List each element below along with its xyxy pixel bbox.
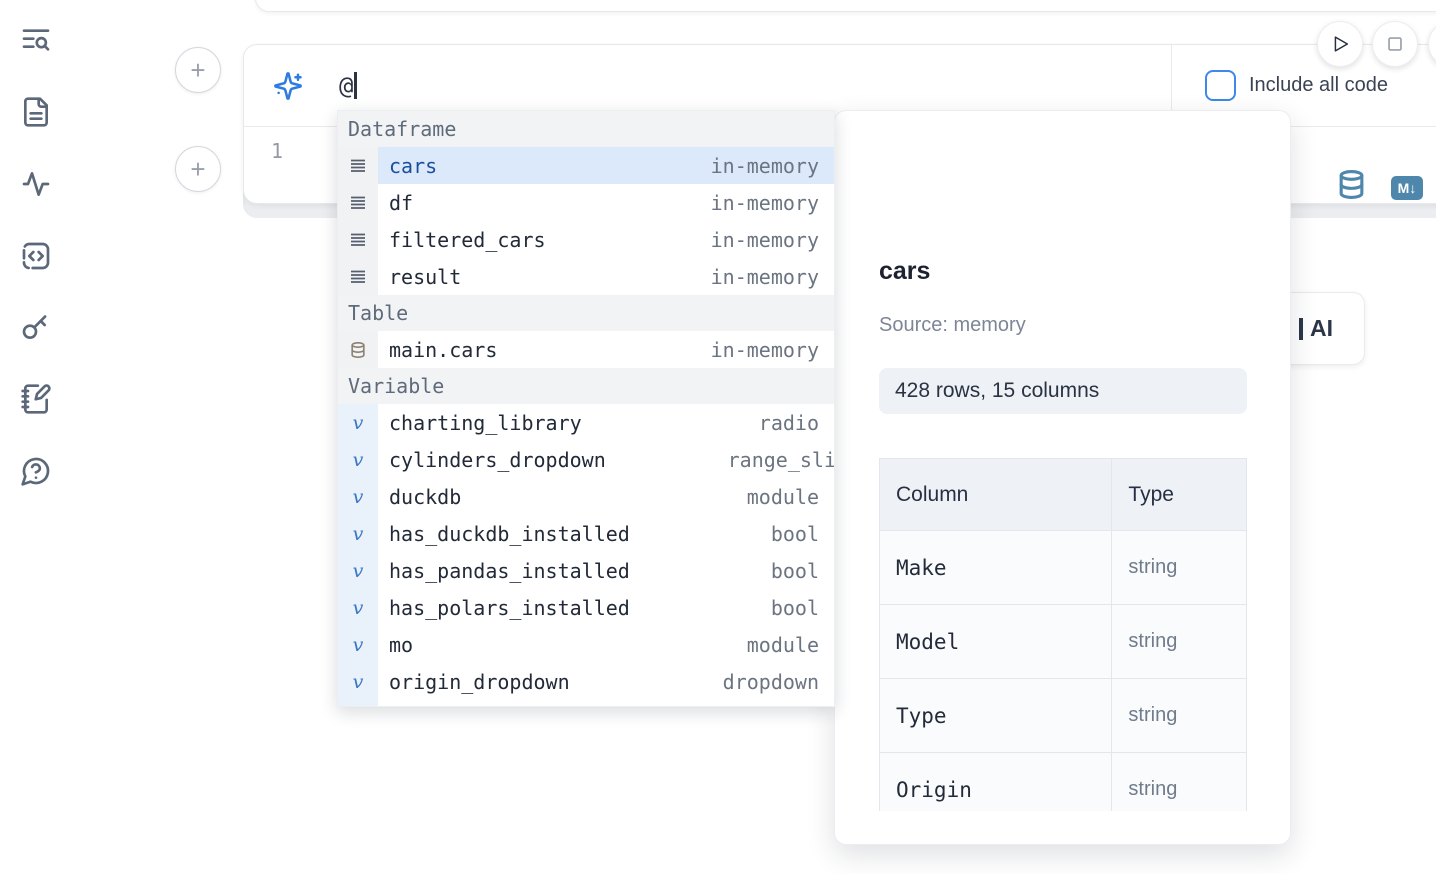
variable-icon: v: [338, 700, 378, 706]
file-text-icon[interactable]: [20, 96, 52, 128]
include-all-code-label: Include all code: [1249, 74, 1388, 96]
scratchpad-icon[interactable]: [20, 383, 52, 415]
play-icon: [1334, 36, 1349, 52]
database-icon[interactable]: [1336, 169, 1367, 202]
dataframe-icon: [338, 221, 378, 258]
stop-icon: [1388, 37, 1402, 51]
section-header-table: Table: [338, 295, 834, 331]
autocomplete-item-df[interactable]: df in-memory: [338, 184, 834, 221]
previous-cell-card: [255, 0, 1436, 12]
schema-header-row: Column Type: [879, 458, 1247, 531]
schema-header-column: Column: [879, 458, 1113, 531]
autocomplete-item-clipped[interactable]: v pd module: [338, 700, 834, 706]
preview-shape-badge: 428 rows, 15 columns: [879, 368, 1247, 414]
prompt-text: @: [339, 71, 354, 100]
code-editor-row[interactable]: 1: [244, 127, 1436, 203]
autocomplete-dropdown: Dataframe cars in-memory df in-memory fi…: [337, 110, 835, 707]
variable-icon: v: [338, 663, 378, 700]
dataframe-icon: [338, 147, 378, 184]
left-sidebar: [0, 0, 72, 874]
autocomplete-item-cylinders-dropdown[interactable]: v cylinders_dropdown range_sli: [338, 441, 834, 478]
autocomplete-item-origin-dropdown[interactable]: v origin_dropdown dropdown: [338, 663, 834, 700]
section-header-dataframe: Dataframe: [338, 111, 834, 147]
run-cell-button[interactable]: [1317, 21, 1363, 67]
autocomplete-item-duckdb[interactable]: v duckdb module: [338, 478, 834, 515]
autocomplete-item-filtered-cars[interactable]: filtered_cars in-memory: [338, 221, 834, 258]
help-chat-icon[interactable]: [20, 455, 52, 487]
code-block-icon[interactable]: [20, 240, 52, 272]
variable-icon: v: [338, 589, 378, 626]
table-db-icon: [338, 331, 378, 368]
add-cell-above-button[interactable]: +: [175, 47, 221, 93]
autocomplete-item-result[interactable]: result in-memory: [338, 258, 834, 295]
preview-source: Source: memory: [879, 314, 1026, 336]
line-number: 1: [271, 139, 284, 163]
dataframe-icon: [338, 184, 378, 221]
ai-prompt-input[interactable]: @: [244, 45, 1172, 126]
key-icon[interactable]: [20, 311, 52, 343]
autocomplete-item-main-cars[interactable]: main.cars in-memory: [338, 331, 834, 368]
variable-icon: v: [338, 626, 378, 663]
variable-icon: v: [338, 404, 378, 441]
preview-title: cars: [879, 257, 931, 285]
sparkles-icon: [273, 71, 303, 101]
ai-options-zone: Include all code: [1172, 45, 1436, 126]
stop-cell-button[interactable]: [1372, 21, 1418, 67]
markdown-icon[interactable]: M↓: [1391, 176, 1423, 200]
include-all-code-checkbox[interactable]: [1205, 70, 1236, 101]
activity-icon[interactable]: [20, 168, 52, 200]
variable-icon: v: [338, 441, 378, 478]
dataframe-preview-panel: cars Source: memory 428 rows, 15 columns…: [834, 110, 1291, 845]
autocomplete-item-has-pandas-installed[interactable]: v has_pandas_installed bool: [338, 552, 834, 589]
toc-search-icon[interactable]: [20, 24, 52, 56]
schema-header-type: Type: [1111, 458, 1247, 531]
dataframe-icon: [338, 258, 378, 295]
add-cell-below-button[interactable]: +: [175, 146, 221, 192]
autocomplete-item-mo[interactable]: v mo module: [338, 626, 834, 663]
section-header-variable: Variable: [338, 368, 834, 404]
autocomplete-item-has-polars-installed[interactable]: v has_polars_installed bool: [338, 589, 834, 626]
variable-icon: v: [338, 478, 378, 515]
autocomplete-item-charting-library[interactable]: v charting_library radio: [338, 404, 834, 441]
autocomplete-item-cars[interactable]: cars in-memory: [338, 147, 834, 184]
variable-icon: v: [338, 552, 378, 589]
autocomplete-item-has-duckdb-installed[interactable]: v has_duckdb_installed bool: [338, 515, 834, 552]
variable-icon: v: [338, 515, 378, 552]
text-caret: [354, 72, 357, 99]
ai-button-label: AI: [1310, 315, 1333, 341]
clipped-letter: [1299, 317, 1303, 340]
